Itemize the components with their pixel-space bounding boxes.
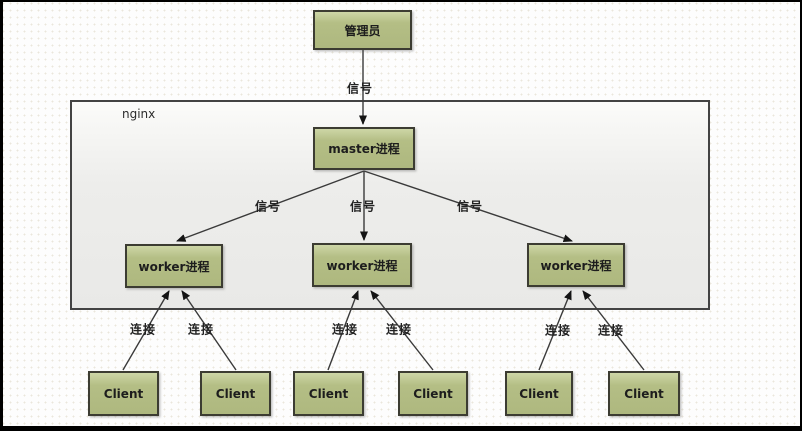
edge-label-connect-5: 连接 [544,323,572,338]
edge-label-connect-3: 连接 [331,322,359,337]
node-worker-2: worker进程 [312,243,412,287]
edge-label-connect-4: 连接 [385,322,413,337]
edge-label-signal-right: 信号 [456,199,484,214]
node-worker-3: worker进程 [527,243,625,287]
node-client-1: Client [88,371,159,416]
node-client-2: Client [200,371,271,416]
edge-label-connect-1: 连接 [129,322,157,337]
nginx-container-label: nginx [122,107,156,121]
edge-label-signal-top: 信号 [346,81,374,96]
edge-label-connect-6: 连接 [597,323,625,338]
node-client-6: Client [608,371,680,416]
node-worker-1: worker进程 [125,244,223,288]
node-master: master进程 [313,127,415,170]
edge-label-signal-left: 信号 [254,199,282,214]
node-client-4: Client [398,371,468,416]
node-client-5: Client [505,371,573,416]
edge-label-connect-2: 连接 [187,322,215,337]
node-client-3: Client [293,371,364,416]
edge-label-signal-middle: 信号 [349,199,377,214]
node-admin: 管理员 [313,10,412,50]
